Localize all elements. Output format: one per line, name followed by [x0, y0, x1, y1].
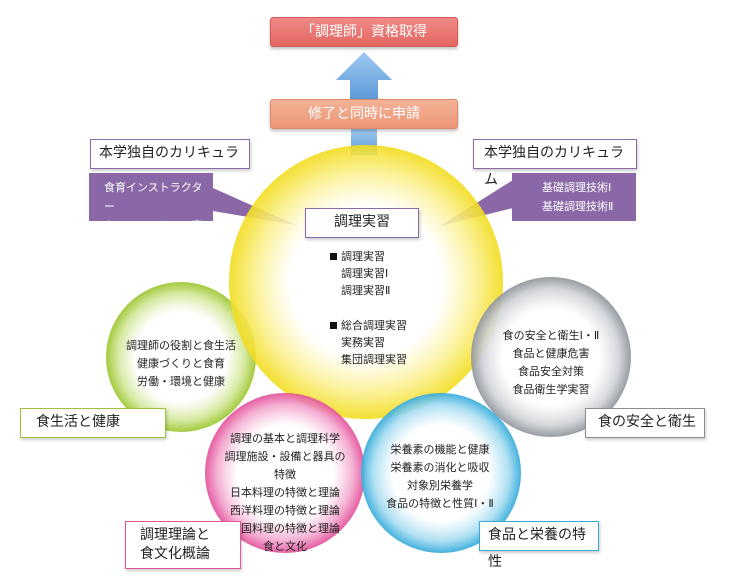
yellow-circle — [229, 145, 503, 419]
center-list: 調理実習 調理実習Ⅰ 調理実習Ⅱ 総合調理実習 実務実習 集団調理実習 — [341, 248, 407, 368]
center-bullet-1 — [330, 253, 337, 260]
pink-item: 日本料理の特徴と理論 — [230, 486, 340, 499]
green-item: 健康づくりと食育 — [137, 357, 225, 370]
blue-item: 対象別栄養学 — [407, 479, 473, 492]
pink-item: 中国料理の特徴と理論 — [230, 522, 340, 535]
left-curriculum-title: 本学独自のカリキュラム — [90, 139, 250, 188]
qualification-box: 「調理師」資格取得 — [270, 17, 458, 47]
blue-item: 食品の特徴と性質Ⅰ・Ⅱ — [386, 497, 494, 510]
blue-label: 食品と栄養の特性 — [479, 521, 599, 570]
center-group1-item: 調理実習Ⅱ — [341, 284, 391, 297]
blue-item: 栄養素の機能と健康 — [390, 443, 490, 456]
gray-label: 食の安全と衛生 — [585, 408, 705, 438]
blue-circle-list: 栄養素の機能と健康 栄養素の消化と吸収 対象別栄養学 食品の特徴と性質Ⅰ・Ⅱ — [375, 441, 505, 513]
pink-item: 調理施設・設備と器具の特徴 — [224, 450, 346, 481]
center-label: 調理実習 — [305, 208, 419, 238]
center-group2-title: 総合調理実習 — [341, 319, 407, 332]
green-circle-list: 調理師の役割と食生活 健康づくりと食育 労働・環境と健康 — [121, 337, 241, 391]
gray-item: 食品衛生学実習 — [512, 383, 590, 396]
center-group2-item: 集団調理実習 — [341, 353, 407, 366]
green-label: 食生活と健康 — [20, 408, 166, 438]
blue-circle — [361, 393, 521, 553]
center-group1-item: 調理実習Ⅰ — [341, 267, 389, 280]
pink-item: 調理の基本と調理科学 — [230, 432, 340, 445]
right-curriculum-item: 基礎調理技術Ⅰ — [542, 181, 612, 194]
gray-item: 食品安全対策 — [518, 365, 584, 378]
gray-circle — [471, 277, 631, 437]
right-curriculum-items: 基礎調理技術Ⅰ 基礎調理技術Ⅱ — [512, 173, 636, 221]
apply-upon-completion-box: 修了と同時に申請 — [270, 99, 458, 129]
pink-label-line2: 食文化概論 — [140, 546, 210, 562]
center-group1-title: 調理実習 — [341, 250, 385, 263]
pink-item: 食と文化 — [263, 540, 307, 553]
left-curriculum-items: 食育インストラクター カフェ・スイーツ実習 — [89, 173, 213, 251]
gray-circle-list: 食の安全と衛生Ⅰ・Ⅱ 食品と健康危害 食品安全対策 食品衛生学実習 — [493, 327, 609, 399]
green-circle — [106, 282, 256, 432]
center-group2-item: 実務実習 — [341, 336, 385, 349]
center-bullet-2 — [330, 322, 337, 329]
blue-item: 栄養素の消化と吸収 — [390, 461, 490, 474]
left-curriculum-item: 食育インストラクター — [104, 181, 203, 213]
gray-item: 食品と健康危害 — [512, 347, 590, 360]
gray-item: 食の安全と衛生Ⅰ・Ⅱ — [502, 329, 600, 342]
left-curriculum-item: カフェ・スイーツ実習 — [104, 219, 203, 251]
pink-label-line1: 調理理論と — [140, 527, 210, 543]
green-item: 調理師の役割と食生活 — [126, 339, 236, 352]
pink-circle-list: 調理の基本と調理科学 調理施設・設備と器具の特徴 日本料理の特徴と理論 西洋料理… — [220, 430, 350, 556]
up-arrow-upper — [336, 52, 392, 99]
right-curriculum-item: 基礎調理技術Ⅱ — [542, 200, 614, 213]
green-item: 労働・環境と健康 — [137, 375, 225, 388]
pink-label: 調理理論と 食文化概論 — [125, 521, 241, 569]
right-curriculum-title: 本学独自のカリキュラム — [473, 139, 637, 188]
pink-circle — [205, 393, 365, 553]
pink-item: 西洋料理の特徴と理論 — [230, 504, 340, 517]
